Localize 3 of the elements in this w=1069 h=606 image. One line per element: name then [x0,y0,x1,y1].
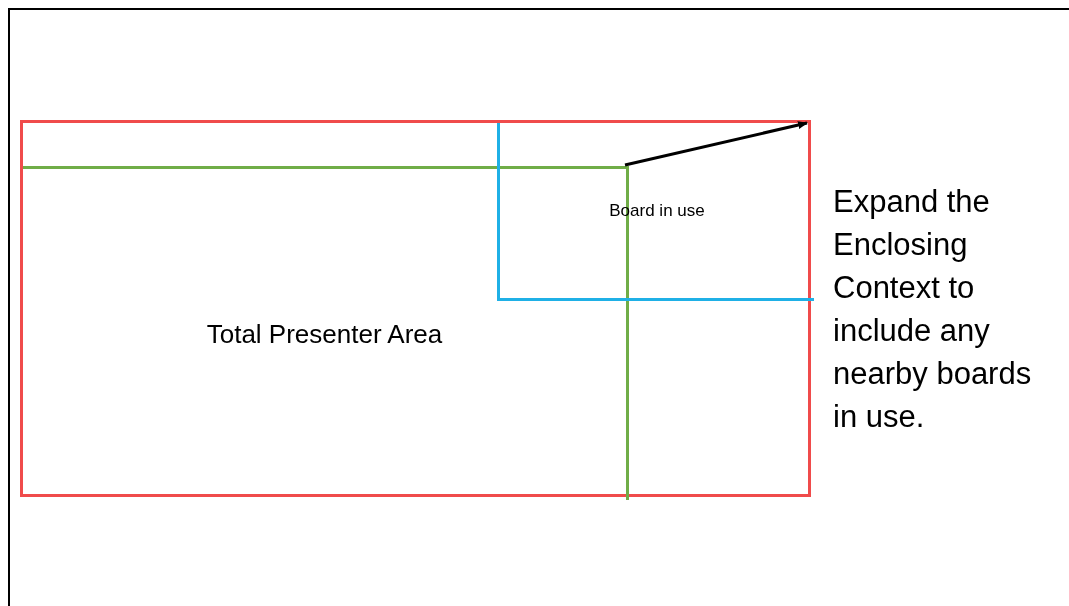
area-rectangle [20,120,811,497]
note-text: Expand the Enclosing Context to include any nearby boards in use. [833,183,1033,436]
area-label: Total Presenter Area [206,319,443,350]
